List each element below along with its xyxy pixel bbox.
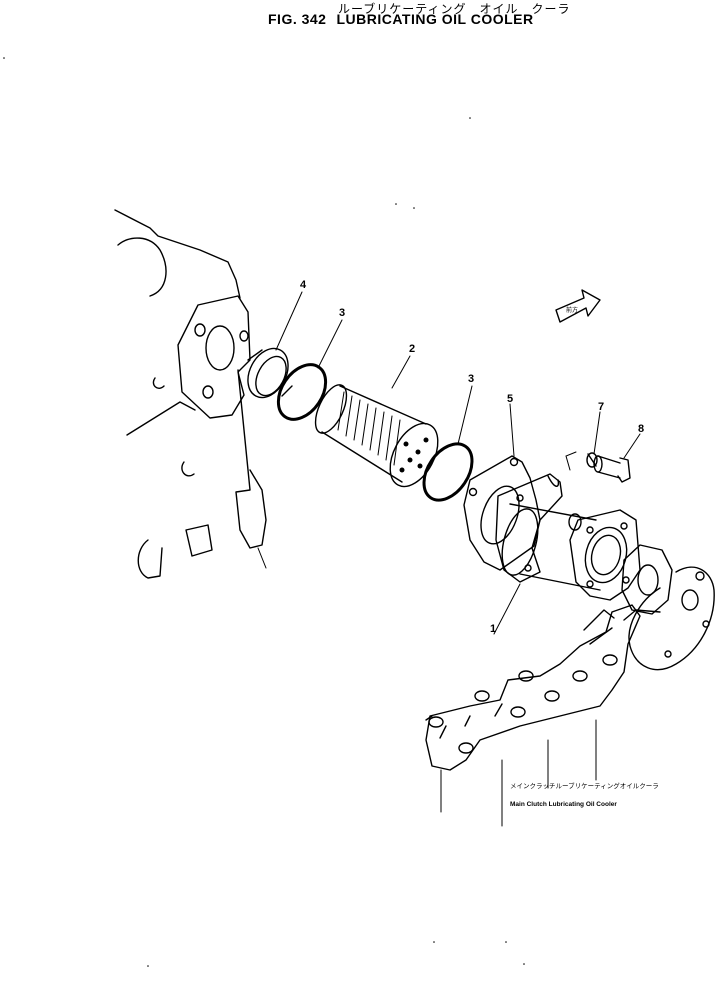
title-japanese: ルーブリケーティング オイル クーラ xyxy=(338,2,571,16)
figure-number: FIG. 342 xyxy=(268,11,327,27)
figure-name: LUBRICATING OIL COOLER xyxy=(336,11,534,27)
part-8-bolt xyxy=(593,455,631,483)
callout-4: 4 xyxy=(300,279,307,291)
part-1-cooler-cover xyxy=(495,473,641,601)
caption-japanese: メインクラッチルーブリケーティングオイルクーラ xyxy=(510,782,659,790)
part-4-seal-ring xyxy=(247,347,293,399)
callout-3-right: 3 xyxy=(468,373,474,385)
front-direction-arrow: 前方 xyxy=(555,289,601,323)
caption-english: Main Clutch Lubricating Oil Cooler xyxy=(510,801,617,808)
part-7-lock-washer xyxy=(586,452,598,468)
stray-marks xyxy=(3,57,525,967)
callout-2: 2 xyxy=(409,343,415,355)
reference-lines xyxy=(440,719,597,827)
callout-1: 1 xyxy=(490,623,496,635)
figure-title: FIG. 342 LUBRICATING OIL COOLER xyxy=(268,11,544,27)
front-arrow-label: 前方 xyxy=(566,306,578,314)
part-3-o-ring-left xyxy=(276,363,328,421)
part-2-cooler-element xyxy=(314,384,439,488)
leader-lines xyxy=(275,291,641,635)
callout-5: 5 xyxy=(507,393,513,405)
callout-3-left: 3 xyxy=(339,307,345,319)
callout-8: 8 xyxy=(638,423,644,435)
clutch-oil-cooler-assembly xyxy=(425,544,715,771)
callout-7: 7 xyxy=(598,401,604,413)
engine-block xyxy=(114,209,267,579)
part-3-o-ring-right xyxy=(422,442,474,502)
